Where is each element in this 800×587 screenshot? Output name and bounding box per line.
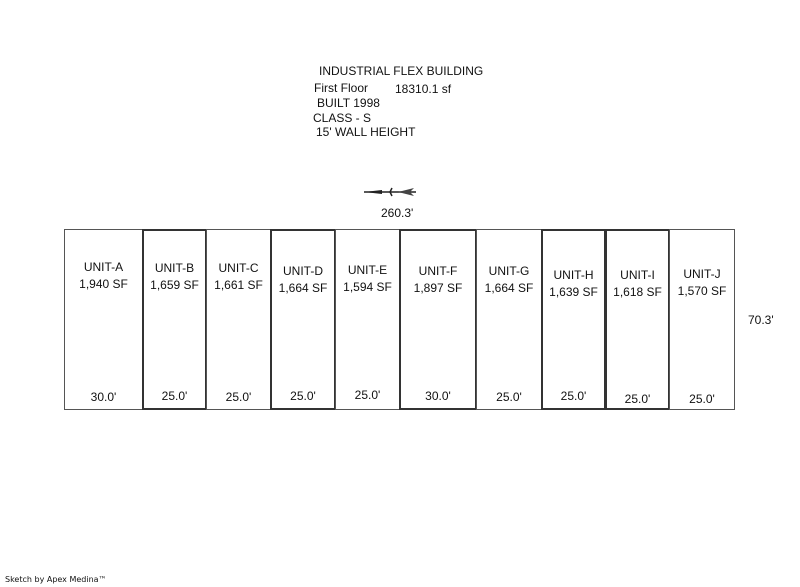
unit-area: 1,897 SF [413, 281, 463, 295]
unit-area: 1,661 SF [214, 278, 263, 292]
unit-width-dimension: 25.0' [354, 388, 381, 402]
unit-area: 1,940 SF [79, 277, 128, 291]
unit-name: UNIT-F [418, 264, 458, 278]
unit-h: UNIT-H 1,639 SF 25.0' [541, 229, 606, 410]
unit-f: UNIT-F 1,897 SF 30.0' [399, 229, 477, 410]
unit-name: UNIT-H [553, 268, 594, 282]
building-class: CLASS - S [313, 111, 372, 125]
unit-i: UNIT-I 1,618 SF 25.0' [605, 229, 670, 410]
unit-area: 1,664 SF [484, 281, 534, 295]
unit-j: UNIT-J 1,570 SF 25.0' [669, 229, 735, 410]
unit-width-dimension: 30.0' [425, 389, 451, 403]
unit-name: UNIT-D [283, 264, 323, 278]
unit-name: UNIT-G [488, 264, 530, 278]
unit-width-dimension: 25.0' [560, 389, 587, 403]
unit-area: 1,659 SF [150, 278, 199, 292]
unit-name: UNIT-A [83, 260, 124, 274]
unit-name: UNIT-J [683, 267, 721, 281]
unit-name: UNIT-B [154, 261, 195, 275]
unit-width-dimension: 30.0' [90, 390, 117, 404]
unit-name: UNIT-E [347, 263, 388, 277]
unit-area: 1,664 SF [278, 281, 328, 295]
unit-area: 1,594 SF [343, 280, 392, 294]
unit-width-dimension: 25.0' [225, 390, 252, 404]
unit-width-dimension: 25.0' [689, 392, 715, 406]
unit-area: 1,618 SF [613, 285, 662, 299]
unit-b: UNIT-B 1,659 SF 25.0' [142, 229, 207, 410]
built-year: BUILT 1998 [317, 96, 380, 110]
footer-credit: Sketch by Apex Medina™ [5, 575, 107, 584]
unit-name: UNIT-I [620, 268, 655, 282]
unit-c: UNIT-C 1,661 SF 25.0' [206, 229, 271, 410]
floor-area: 18310.1 sf [395, 82, 452, 96]
unit-g: UNIT-G 1,664 SF 25.0' [476, 229, 542, 410]
wall-height: 15' WALL HEIGHT [316, 125, 416, 139]
floor-label: First Floor [314, 81, 368, 95]
unit-name: UNIT-C [218, 261, 259, 275]
unit-e: UNIT-E 1,594 SF 25.0' [335, 229, 400, 410]
unit-width-dimension: 25.0' [624, 392, 651, 406]
unit-width-dimension: 25.0' [496, 390, 522, 404]
unit-d: UNIT-D 1,664 SF 25.0' [270, 229, 336, 410]
unit-area: 1,570 SF [677, 284, 727, 298]
unit-width-dimension: 25.0' [161, 389, 188, 403]
unit-width-dimension: 25.0' [290, 389, 316, 403]
north-arrow-icon [364, 187, 416, 197]
overall-width-dimension: 260.3' [381, 206, 414, 220]
building-title: INDUSTRIAL FLEX BUILDING [319, 64, 484, 78]
unit-a: UNIT-A 1,940 SF 30.0' [64, 229, 143, 410]
unit-area: 1,639 SF [549, 285, 598, 299]
overall-depth-dimension: 70.3' [748, 313, 774, 327]
